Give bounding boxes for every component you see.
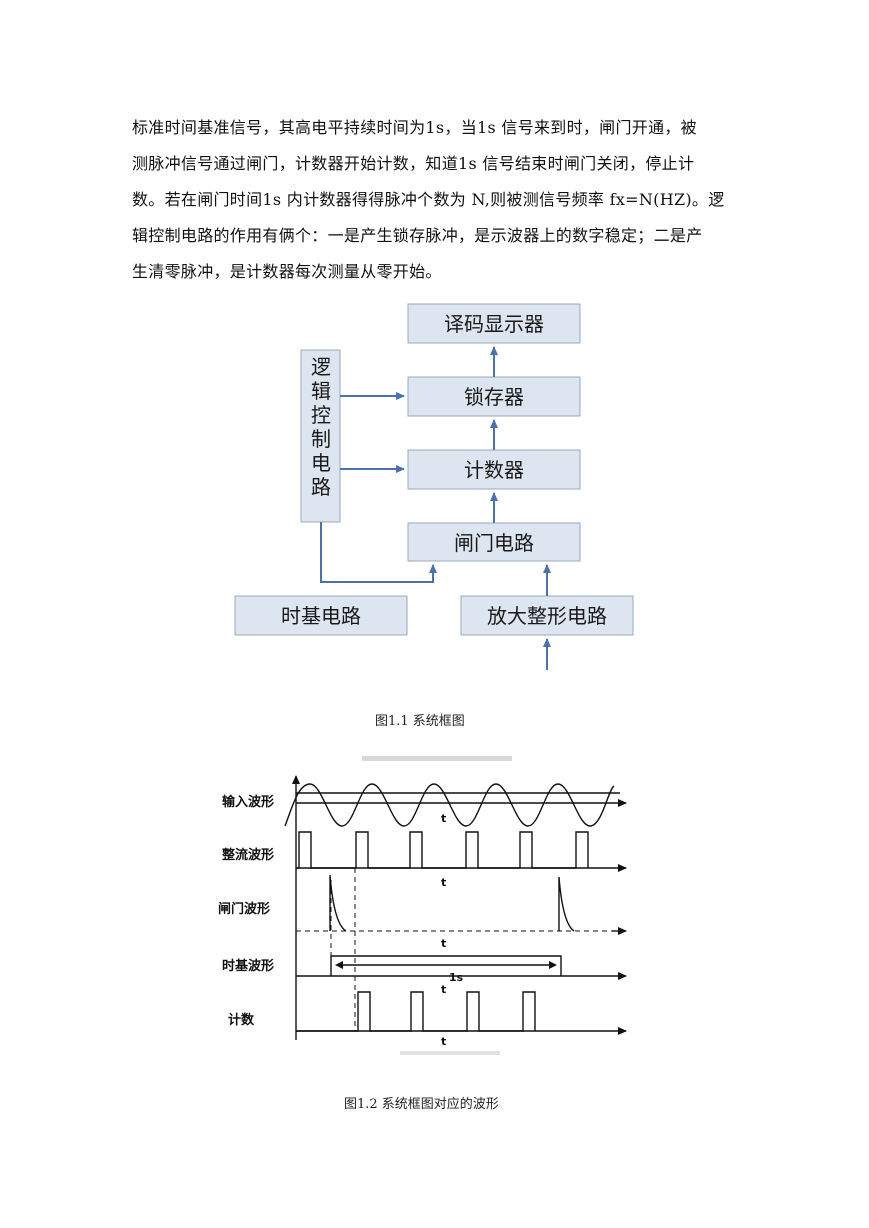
paragraph-line: 数。若在闸门时间1s 内计数器得得脉冲个数为 N,则被测信号频率 fx=N(HZ… [132,190,725,209]
logic-control-char: 逻 [311,355,331,379]
figure-1-2-caption: 图1.2 系统框图对应的波形 [344,1097,499,1112]
time-label: t [441,937,446,950]
counter-label: 计数器 [464,458,524,482]
diagram-connections [320,346,551,670]
gate-wave-label: 闸门波形 [218,901,270,917]
logic-control-char: 制 [311,427,331,451]
time-label: t [441,876,446,889]
timebase-block: 时基电路 [234,595,408,636]
paragraph-line: 生清零脉冲，是计数器每次测量从零开始。 [132,262,442,281]
gate-spike-start [329,874,347,932]
counter-block: 计数器 [407,449,581,490]
body-paragraph: 标准时间基准信号，其高电平持续时间为1s，当1s 信号来到时，闸门开通，被 测脉… [132,110,744,290]
input-sine-wave [284,783,615,827]
time-label: t [441,1035,446,1048]
amplifier-shaper-block: 放大整形电路 [460,595,634,636]
rectified-wave-label: 整流波形 [221,847,274,863]
logic-control-char: 路 [311,475,331,499]
timebase-label: 时基电路 [281,604,361,628]
time-label: t [441,983,446,996]
gate-spike-end [558,876,575,932]
logic-control-block: 逻 辑 控 制 电 路 [300,349,341,523]
logic-control-char: 控 [311,403,331,427]
time-label: t [441,812,446,825]
scan-residue [362,756,512,761]
amplifier-shaper-label: 放大整形电路 [487,604,607,628]
decoder-display-label: 译码显示器 [444,312,544,336]
paragraph-line: 辑控制电路的作用有俩个：一是产生锁存脉冲，是示波器上的数字稳定；二是产 [132,226,703,245]
timebase-wave-label: 时基波形 [222,958,274,974]
paragraph-line: 测脉冲信号通过闸门，计数器开始计数，知道1s 信号结束时闸门关闭，停止计 [132,154,695,173]
logic-control-char: 辑 [311,379,331,403]
figure-1-1-caption: 图1.1 系统框图 [375,714,465,729]
interval-label: 1s [449,971,464,984]
decoder-display-block: 译码显示器 [407,303,581,344]
latch-label: 锁存器 [464,385,524,409]
count-wave-label: 计数 [228,1012,255,1028]
timebase-pulse [330,955,562,976]
timebase-to-gate-arrow [320,522,437,583]
gate-circuit-block: 闸门电路 [407,522,581,562]
scan-residue [400,1051,500,1055]
rectified-pulse-train [296,831,589,869]
gate-circuit-label: 闸门电路 [454,531,534,555]
count-pulse-train [296,991,536,1032]
logic-control-char: 电 [311,451,331,475]
interval-arrow-left [335,961,343,969]
latch-block: 锁存器 [407,376,581,417]
input-wave-label: 输入波形 [222,794,274,810]
system-block-diagram: 译码显示器 锁存器 计数器 闸门电路 时基电路 放大整形电路 逻 辑 控 制 电… [234,303,634,670]
paragraph-line: 标准时间基准信号，其高电平持续时间为1s，当1s 信号来到时，闸门开通，被 [132,118,697,137]
interval-arrow-right [549,961,557,969]
